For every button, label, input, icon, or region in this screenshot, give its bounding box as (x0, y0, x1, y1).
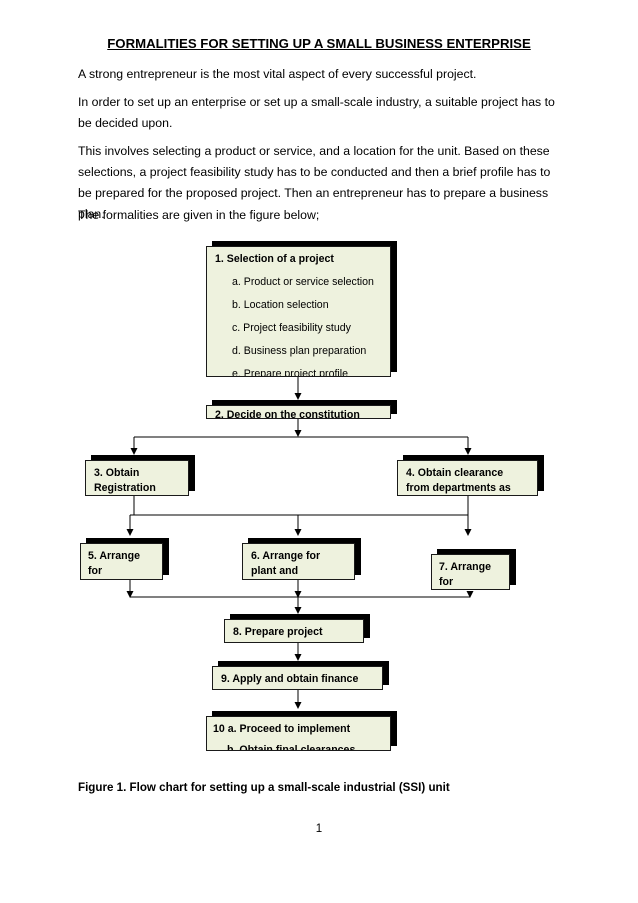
flow-box-10-heading: 10 a. Proceed to implement (213, 723, 351, 735)
flow-box-6-label: 6. Arrange for plant and (251, 550, 321, 577)
paragraph-3: This involves selecting a product or ser… (78, 144, 551, 221)
paragraph-2: In order to set up an enterprise or set … (78, 95, 555, 130)
flow-box-arrange-plant: 6. Arrange for plant and (242, 543, 355, 580)
paragraph-4: The formalities are given in the figure … (78, 208, 320, 222)
flow-box-prepare-report: 8. Prepare project report (224, 619, 364, 643)
figure-caption: Figure 1. Flow chart for setting up a sm… (78, 781, 450, 794)
flow-box-10-item-b: b. Obtain final clearances (227, 744, 356, 751)
flow-box-8-label: 8. Prepare project report (233, 626, 323, 642)
flow-box-1-heading: 1. Selection of a project (215, 253, 334, 265)
flow-box-arrange-5: 5. Arrange for (80, 543, 163, 580)
flow-box-decide-constitution: 2. Decide on the constitution (206, 405, 391, 419)
flow-box-selection-of-project: 1. Selection of a project a. Product or … (206, 246, 391, 377)
flow-box-obtain-clearance: 4. Obtain clearance from departments as (397, 460, 538, 496)
flow-box-obtain-registration: 3. Obtain Registration (85, 460, 189, 496)
flow-box-proceed-implement: 10 a. Proceed to implement b. Obtain fin… (206, 716, 391, 751)
page-number: 1 (315, 823, 323, 835)
flow-box-3-label: 3. Obtain Registration (94, 467, 156, 494)
paragraph-1: A strong entrepreneur is the most vital … (78, 67, 477, 81)
flow-box-2-label: 2. Decide on the constitution (215, 409, 360, 419)
flow-box-1-item-a: a. Product or service selection (232, 276, 374, 288)
document-title: FORMALITIES FOR SETTING UP A SMALL BUSIN… (107, 36, 531, 51)
flow-box-apply-finance: 9. Apply and obtain finance (212, 666, 383, 690)
flow-box-arrange-7: 7. Arrange for (431, 554, 510, 590)
flow-box-9-label: 9. Apply and obtain finance (221, 673, 359, 685)
flow-box-5-label: 5. Arrange for (88, 550, 141, 577)
flow-box-1-item-c: c. Project feasibility study (232, 322, 351, 334)
flow-box-1-item-e: e. Prepare project profile (232, 368, 349, 377)
flow-box-4-label: 4. Obtain clearance from departments as (406, 467, 511, 494)
flow-box-1-item-b: b. Location selection (232, 299, 329, 311)
flow-box-1-item-d: d. Business plan preparation (232, 345, 367, 357)
flow-box-7-label: 7. Arrange for (439, 561, 492, 588)
